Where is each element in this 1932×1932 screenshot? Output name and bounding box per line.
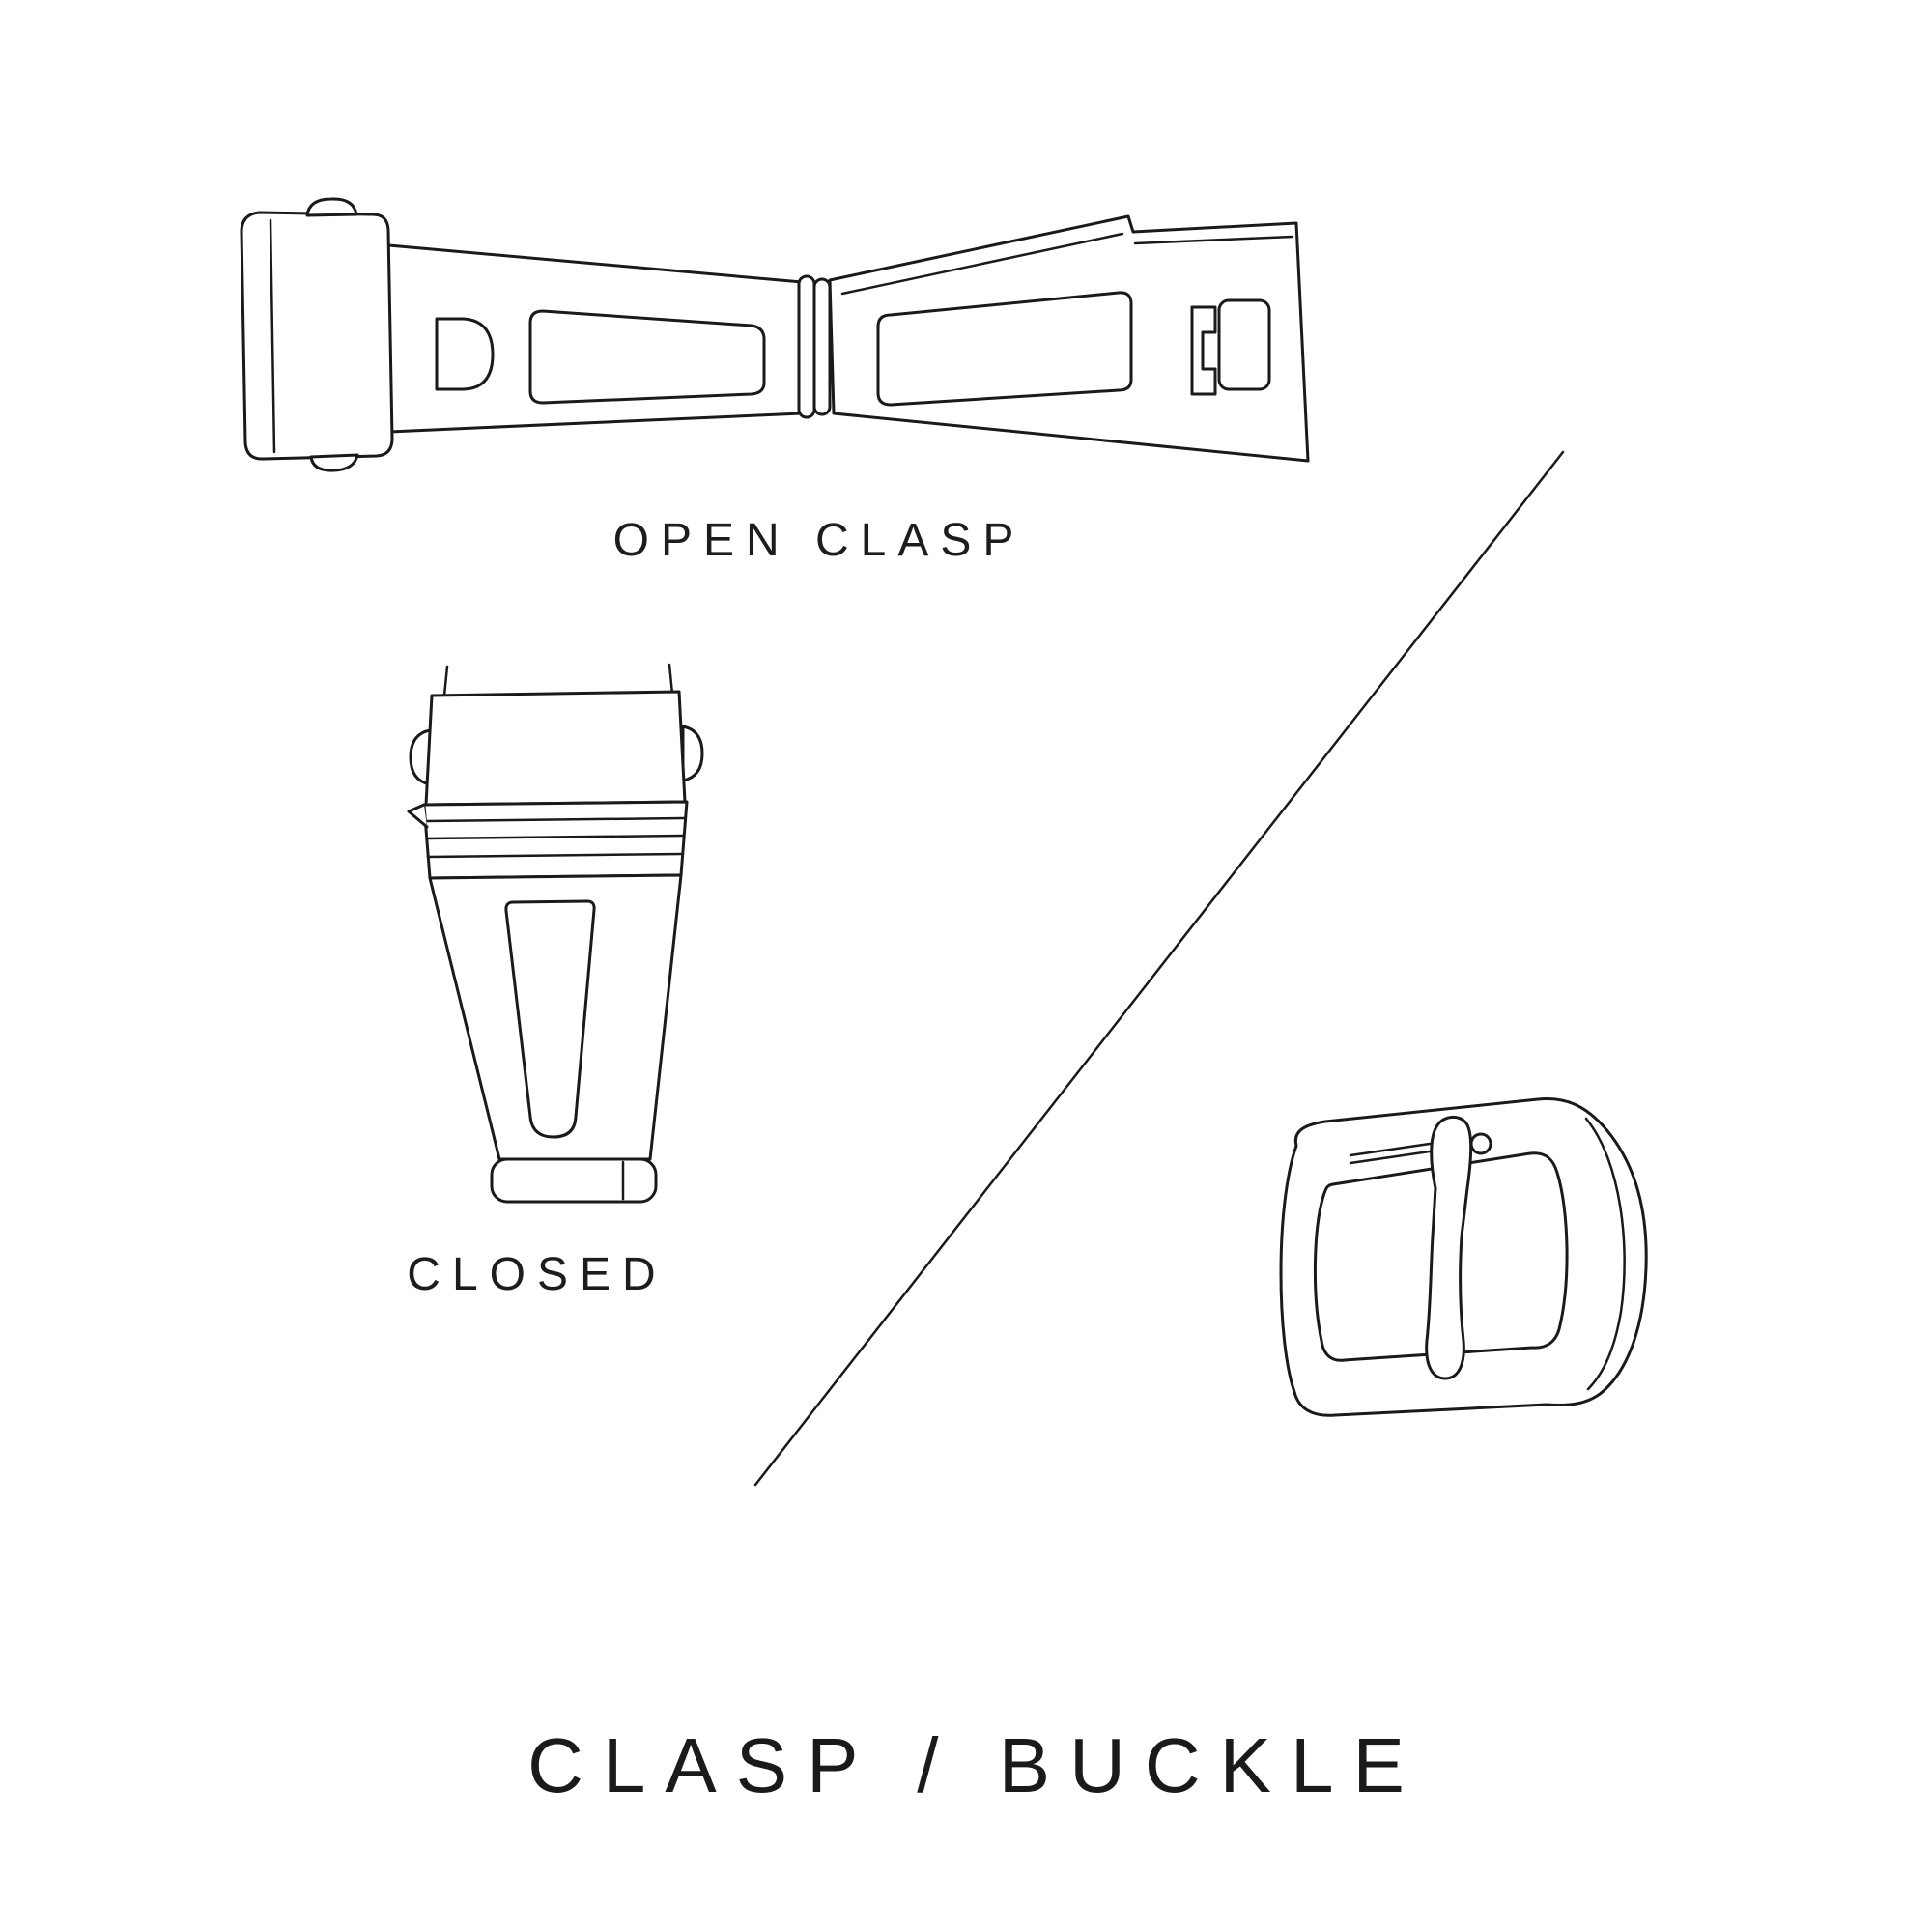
page-title: CLASP / BUCKLE [527,1722,1424,1808]
open-clasp-illustration [240,197,1310,472]
closed-clasp-illustration [407,663,704,1204]
closed-clasp-link-band [407,800,689,880]
buckle-prong [1425,1116,1473,1380]
closed-clasp-body [428,873,683,1161]
buckle-springbar-pin [1349,1132,1492,1165]
buckle-frame [1279,1097,1648,1417]
open-clasp-fold-over-link [240,197,394,472]
open-clasp-right-plate [828,214,1310,463]
open-clasp-left-plate [365,242,804,435]
closed-clasp-springbar-tips [442,663,674,697]
closed-clasp-end-link [490,1157,658,1204]
closed-clasp-label: CLOSED [407,1249,668,1300]
open-clasp-label: OPEN CLASP [612,515,1026,566]
buckle-illustration [1279,1097,1648,1417]
closed-clasp-side-tabs [409,724,704,786]
open-clasp-hinge [797,274,832,419]
closed-clasp-top-block [424,690,687,807]
